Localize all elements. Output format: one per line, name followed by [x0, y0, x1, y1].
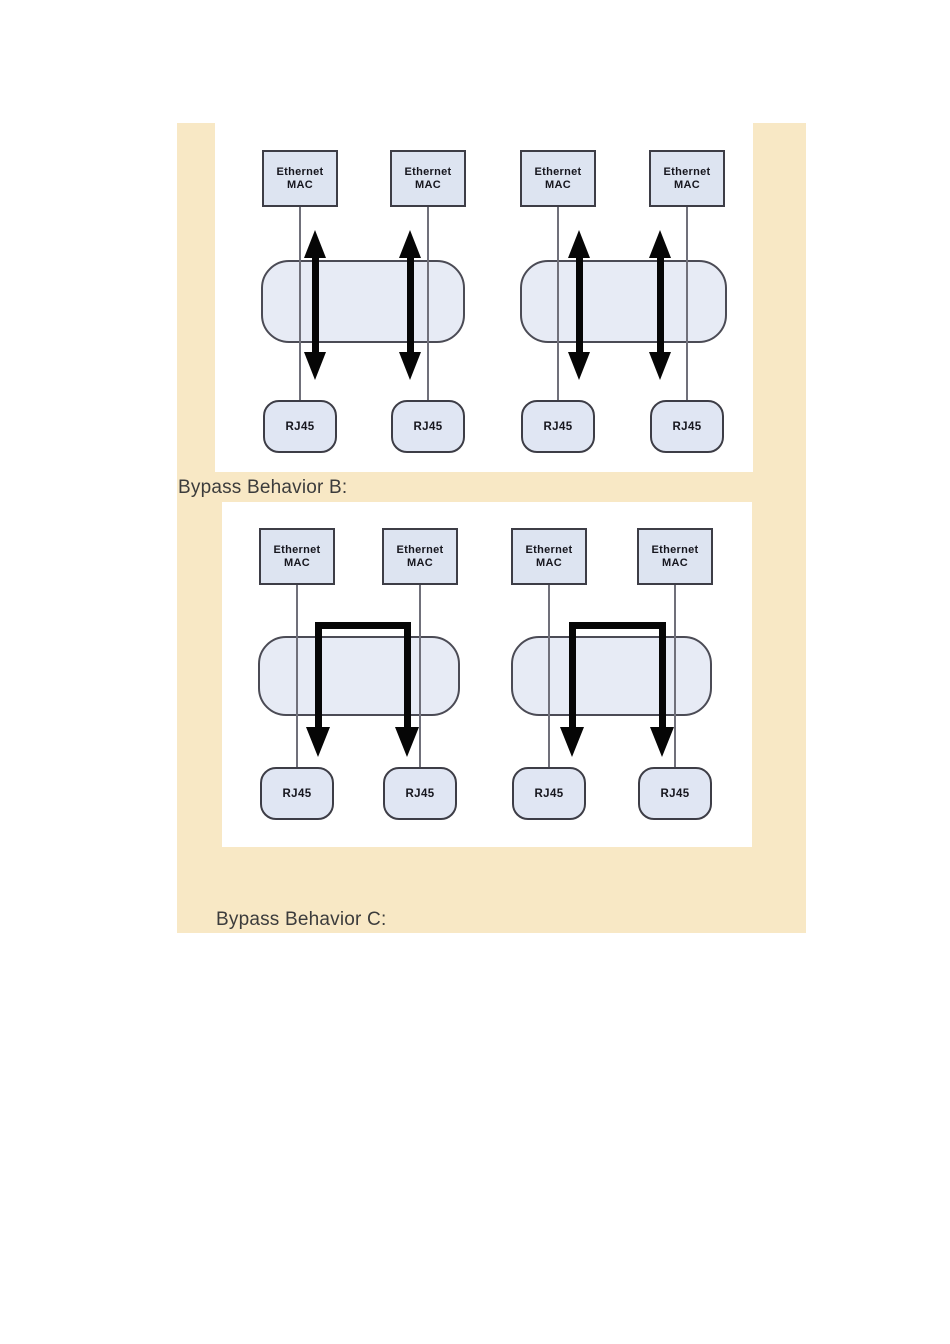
arrow-shaft [575, 256, 583, 354]
arrow-shaft [658, 622, 666, 729]
rj45-box: RJ45 [638, 767, 712, 820]
rj45-box: RJ45 [263, 400, 337, 453]
bypass-switch-block [261, 260, 465, 343]
arrow-shaft [403, 622, 411, 729]
rj45-box: RJ45 [512, 767, 586, 820]
arrowhead-down-icon [304, 352, 326, 380]
rj45-label: RJ45 [413, 420, 443, 433]
bypass-switch-block [511, 636, 712, 716]
ethernet-mac-label: MAC [545, 178, 571, 191]
figure-bypass-a-panel: Ethernet MAC Ethernet MAC Ethernet MAC E… [215, 123, 753, 472]
arrowhead-up-icon [649, 230, 671, 258]
bidirectional-arrow-icon [649, 230, 671, 380]
connector-line [686, 207, 688, 400]
bypass-bridge-arrow-icon [306, 622, 419, 757]
arrow-shaft [311, 256, 319, 354]
connector-line [296, 585, 298, 767]
bidirectional-arrow-icon [568, 230, 590, 380]
arrowhead-up-icon [304, 230, 326, 258]
rj45-box: RJ45 [521, 400, 595, 453]
rj45-label: RJ45 [405, 787, 435, 800]
ethernet-mac-label: MAC [284, 556, 310, 569]
bypass-bridge-arrow-icon [560, 622, 674, 757]
connector-line [674, 585, 676, 767]
bidirectional-arrow-icon [304, 230, 326, 380]
arrowhead-down-icon [560, 727, 584, 757]
connector-line [427, 207, 429, 400]
arrowhead-down-icon [399, 352, 421, 380]
ethernet-mac-label: Ethernet [663, 165, 711, 178]
ethernet-mac-label: MAC [287, 178, 313, 191]
rj45-label: RJ45 [534, 787, 564, 800]
arrowhead-down-icon [650, 727, 674, 757]
rj45-label: RJ45 [543, 420, 573, 433]
rj45-box: RJ45 [260, 767, 334, 820]
ethernet-mac-box: Ethernet MAC [637, 528, 713, 585]
rj45-label: RJ45 [285, 420, 315, 433]
ethernet-mac-label: Ethernet [534, 165, 582, 178]
rj45-label: RJ45 [660, 787, 690, 800]
ethernet-mac-box: Ethernet MAC [520, 150, 596, 207]
arrowhead-down-icon [568, 352, 590, 380]
arrow-shaft [568, 622, 576, 729]
arrow-shaft [656, 256, 664, 354]
ethernet-mac-box: Ethernet MAC [259, 528, 335, 585]
connector-line [548, 585, 550, 767]
connector-line [557, 207, 559, 400]
bypass-behavior-b-caption: Bypass Behavior B: [178, 477, 348, 498]
ethernet-mac-box: Ethernet MAC [390, 150, 466, 207]
rj45-label: RJ45 [672, 420, 702, 433]
rj45-box: RJ45 [383, 767, 457, 820]
ethernet-mac-label: Ethernet [525, 543, 573, 556]
rj45-box: RJ45 [650, 400, 724, 453]
ethernet-mac-label: Ethernet [404, 165, 452, 178]
ethernet-mac-label: Ethernet [651, 543, 699, 556]
ethernet-mac-label: Ethernet [273, 543, 321, 556]
arrowhead-up-icon [568, 230, 590, 258]
ethernet-mac-box: Ethernet MAC [262, 150, 338, 207]
rj45-box: RJ45 [391, 400, 465, 453]
bidirectional-arrow-icon [399, 230, 421, 380]
arrowhead-down-icon [395, 727, 419, 757]
arrowhead-down-icon [649, 352, 671, 380]
ethernet-mac-label: MAC [536, 556, 562, 569]
arrowhead-up-icon [399, 230, 421, 258]
connector-line [299, 207, 301, 400]
ethernet-mac-label: Ethernet [276, 165, 324, 178]
ethernet-mac-label: Ethernet [396, 543, 444, 556]
rj45-label: RJ45 [282, 787, 312, 800]
ethernet-mac-label: MAC [662, 556, 688, 569]
figure-bypass-b-panel: Ethernet MAC Ethernet MAC Ethernet MAC E… [222, 502, 752, 847]
arrow-shaft [314, 622, 322, 729]
arrow-bar [314, 622, 411, 629]
arrowhead-down-icon [306, 727, 330, 757]
ethernet-mac-label: MAC [407, 556, 433, 569]
ethernet-mac-box: Ethernet MAC [649, 150, 725, 207]
arrow-bar [568, 622, 666, 629]
arrow-shaft [406, 256, 414, 354]
ethernet-mac-box: Ethernet MAC [382, 528, 458, 585]
ethernet-mac-label: MAC [415, 178, 441, 191]
bypass-behavior-c-caption: Bypass Behavior C: [216, 909, 387, 930]
connector-line [419, 585, 421, 767]
ethernet-mac-box: Ethernet MAC [511, 528, 587, 585]
bypass-switch-block [258, 636, 460, 716]
bypass-switch-block [520, 260, 727, 343]
ethernet-mac-label: MAC [674, 178, 700, 191]
